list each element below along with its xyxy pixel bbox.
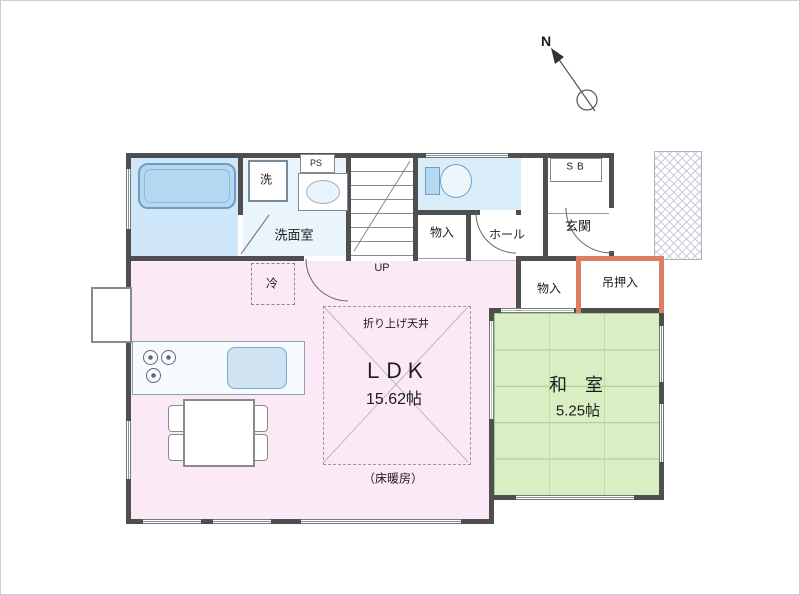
hall-opening-line	[471, 260, 516, 261]
window	[659, 326, 664, 382]
north-arrow-icon	[551, 48, 598, 112]
wall	[516, 256, 521, 313]
wall	[489, 495, 494, 524]
sliding-door	[501, 308, 574, 313]
wall	[521, 256, 579, 261]
window	[126, 169, 131, 229]
raised-ceiling-outline	[323, 306, 471, 465]
bathtub	[138, 163, 236, 209]
closet-wall	[576, 256, 581, 313]
wall	[413, 153, 418, 261]
entrance-step-line	[548, 213, 609, 214]
toilet-bowl	[440, 164, 472, 198]
raised-ceiling-label: 折り上げ天井	[363, 318, 429, 330]
vanity-bowl	[306, 180, 340, 204]
wall	[489, 308, 501, 313]
window	[516, 495, 634, 500]
wall	[516, 210, 521, 215]
washitsu-name-label: 和 室	[549, 375, 603, 395]
storage-mid-label: 物入	[536, 281, 562, 296]
kitchen-sink	[227, 347, 287, 389]
storage-mid-room	[521, 261, 576, 308]
wall	[126, 153, 614, 158]
closet-wall	[659, 256, 664, 313]
entrance-label: 玄関	[564, 218, 592, 234]
washitsu-size-label: 5.25帖	[555, 402, 601, 420]
storage-top-label: 物入	[429, 225, 455, 240]
hanging-closet-room	[581, 261, 659, 308]
window	[213, 519, 271, 524]
shoe-box-label: SB	[566, 161, 588, 173]
entrance-porch	[654, 151, 702, 260]
vanity-sink	[298, 173, 348, 211]
bathtub-inner	[144, 169, 230, 203]
wall	[574, 308, 664, 313]
ldk-name-label: ＬＤＫ	[362, 360, 426, 383]
wall	[346, 153, 351, 261]
toilet-tank	[425, 167, 440, 195]
wall	[609, 251, 614, 259]
hanging-closet-label: 吊押入	[601, 275, 639, 290]
refrigerator-space	[251, 263, 295, 305]
compass-n-label: N	[540, 33, 552, 49]
window	[143, 519, 201, 524]
ps-label: PS	[309, 158, 323, 168]
wall	[466, 215, 471, 261]
up-label: UP	[374, 262, 390, 274]
storage-top-room	[418, 215, 466, 256]
stove-burner-icon	[146, 368, 161, 383]
wall	[489, 419, 494, 499]
wall	[489, 308, 494, 321]
wall	[543, 153, 548, 261]
stove-burner-icon	[143, 350, 158, 365]
window	[126, 421, 131, 479]
wall	[126, 256, 304, 261]
window	[426, 153, 508, 158]
fridge-label: 冷	[265, 276, 279, 291]
window	[659, 404, 664, 462]
pipe-space	[300, 154, 335, 173]
stairs	[351, 158, 413, 256]
closet-wall	[576, 256, 664, 261]
ldk-size-label: 15.62帖	[365, 391, 423, 408]
room-washitsu	[494, 313, 659, 495]
floor-heating-label: （床暖房）	[362, 471, 424, 486]
shoe-box	[550, 158, 602, 182]
washing-machine	[248, 160, 288, 202]
window	[301, 519, 461, 524]
washroom-label: 洗面室	[274, 227, 314, 243]
wall	[609, 153, 614, 208]
stove-burner-icon	[161, 350, 176, 365]
hall-label: ホール	[488, 227, 526, 242]
sliding-door	[489, 321, 494, 419]
storage-door-line	[418, 258, 466, 259]
bay-window	[91, 287, 132, 343]
dining-table	[183, 399, 255, 467]
washer-label: 洗	[259, 172, 273, 187]
wall	[413, 210, 480, 215]
wall	[238, 153, 243, 215]
ldk-corridor	[489, 261, 518, 308]
